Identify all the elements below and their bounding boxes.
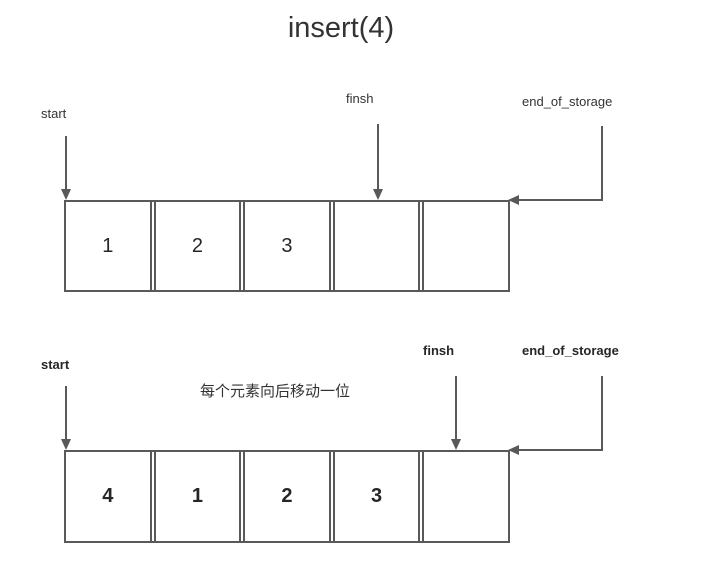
- array-cell: [418, 452, 508, 541]
- array-before-insert: 1 2 3: [64, 200, 510, 292]
- array-after-insert: 4 1 2 3: [64, 450, 510, 543]
- array-cell: 1: [102, 234, 114, 257]
- before-end-of-storage-arrow-vline: [601, 126, 603, 200]
- array-cell: 3: [239, 202, 329, 290]
- array-cell: 4: [102, 485, 114, 507]
- after-end-of-storage-label: end_of_storage: [522, 343, 619, 358]
- shift-annotation: 每个元素向后移动一位: [200, 383, 351, 400]
- after-end-of-storage-arrow-hline: [518, 449, 603, 451]
- before-start-arrow-head-icon: [61, 189, 71, 200]
- diagram-title: insert(4): [287, 12, 395, 44]
- array-cell: 1: [149, 452, 240, 541]
- before-end-of-storage-arrow-head-icon: [508, 195, 519, 205]
- array-cell: [328, 202, 419, 290]
- before-finish-label: finsh: [346, 91, 374, 106]
- array-cell: [418, 202, 508, 290]
- before-end-of-storage-arrow-hline: [518, 199, 603, 201]
- after-end-of-storage-arrow-vline: [601, 376, 603, 450]
- after-start-label: start: [41, 357, 70, 372]
- after-start-arrow-head-icon: [61, 439, 71, 450]
- after-finish-arrow-line: [455, 376, 457, 440]
- before-start-label: start: [41, 106, 67, 121]
- before-start-arrow-line: [65, 136, 67, 190]
- array-cell: 2: [239, 452, 329, 541]
- after-finish-arrow-head-icon: [451, 439, 461, 450]
- after-finish-label: finsh: [423, 343, 455, 358]
- before-finish-arrow-line: [377, 124, 379, 190]
- array-cell: 2: [149, 202, 240, 290]
- before-finish-arrow-head-icon: [373, 189, 383, 200]
- after-end-of-storage-arrow-head-icon: [508, 445, 519, 455]
- before-end-of-storage-label: end_of_storage: [522, 94, 613, 109]
- array-cell: 3: [328, 452, 419, 541]
- after-start-arrow-line: [65, 386, 67, 440]
